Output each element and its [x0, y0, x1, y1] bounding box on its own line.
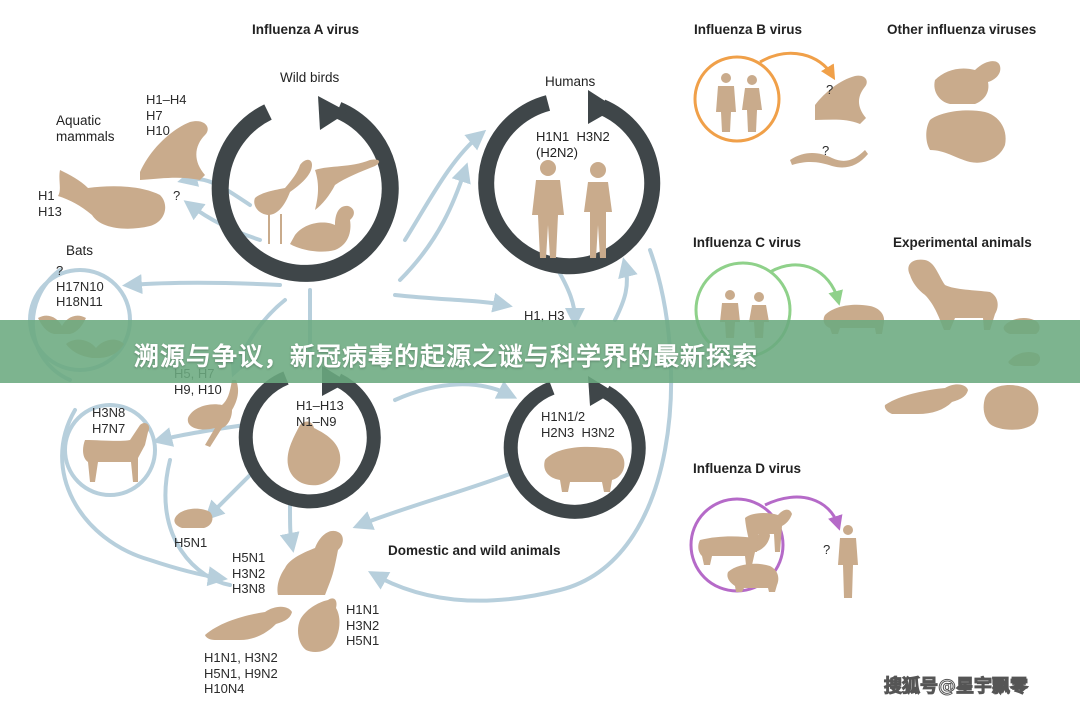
arrow-birds-to-bats — [122, 274, 282, 295]
human-icon — [838, 525, 858, 598]
subtype-label-flu-d-q: ? — [823, 542, 831, 557]
banner-title: 溯源与争议，新冠病毒的起源之谜与科学界的最新探索 — [134, 342, 759, 371]
eel-icon — [790, 150, 868, 168]
frog-icon — [934, 61, 1001, 104]
subtype-label-flu-b-q2: ? — [822, 143, 830, 158]
dog-icon — [277, 530, 343, 595]
header-influenza-b: Influenza B virus — [694, 22, 803, 37]
arrow-large-outer — [163, 458, 232, 587]
heron-leg — [268, 214, 270, 244]
ring-influenza-b — [693, 51, 836, 143]
arrow-poultry-to-horse — [152, 423, 247, 447]
arrow-birds-to-humans — [403, 129, 487, 242]
subtype-label-human-to-pig: H1, H3 — [524, 308, 565, 323]
watermark: 搜狐号@星宇飘零 — [884, 676, 1029, 698]
arrow-poultry-to-guinea — [204, 468, 257, 521]
subtype-label-pig: H1N1/2 H2N3 H3N2 — [541, 409, 615, 440]
arrow-pig-to-dog — [352, 468, 522, 530]
seal-icon — [815, 75, 867, 124]
subtype-label-poultry: H1–H13 N1–N9 — [296, 398, 344, 429]
ferret-icon — [205, 606, 292, 640]
human-male-icon — [532, 160, 564, 258]
heron-leg — [280, 214, 282, 244]
subtype-label-guinea-pig: H5N1 — [174, 535, 208, 550]
pig-icon — [727, 563, 779, 592]
title-banner — [0, 320, 1080, 383]
subtype-label-whale: H1 H13 — [38, 188, 62, 219]
arrow-poultry-to-dog — [279, 503, 300, 553]
ring-wild-birds — [211, 96, 399, 282]
arrow-poultry-to-pig — [393, 380, 518, 402]
seal-icon — [140, 121, 208, 180]
subtype-label-horse: H3N8 H7N7 — [92, 405, 126, 436]
arrow-horse-loop — [60, 408, 228, 587]
guinea-pig-icon — [174, 508, 213, 528]
guinea-pig-icon — [983, 385, 1039, 430]
influenza-b-humans-icon — [716, 73, 762, 132]
human-female-icon — [584, 162, 612, 258]
whale-icon — [58, 170, 166, 229]
subtype-label-whale-q: ? — [173, 188, 181, 203]
group-label-bats: Bats — [66, 243, 94, 258]
cat-icon — [298, 598, 340, 653]
subtype-label-bats: ? H17N10 H18N11 — [56, 263, 104, 310]
shell-icon — [926, 110, 1006, 163]
header-influenza-c: Influenza C virus — [693, 235, 802, 250]
ring-humans — [478, 90, 661, 275]
group-label-domestic-wild: Domestic and wild animals — [388, 543, 561, 558]
subtype-label-seal: H1–H4 H7 H10 — [146, 92, 187, 139]
subtype-label-cat: H1N1 H3N2 H5N1 — [346, 602, 380, 649]
monkey-icon — [908, 259, 998, 330]
arrow-birds-to-pig — [393, 292, 513, 313]
subtype-label-humans: H1N1 H3N2 (H2N2) — [536, 129, 610, 160]
header-influenza-d: Influenza D virus — [693, 461, 802, 476]
cattle-icon — [698, 531, 770, 565]
duck-icon — [290, 205, 354, 252]
ring-pig — [503, 376, 646, 519]
pig-icon — [544, 446, 625, 492]
ferret-icon — [884, 384, 968, 414]
ring-horse — [63, 403, 157, 497]
arrow-pig-to-humans — [613, 257, 638, 322]
subtype-label-ferret: H1N1, H3N2 H5N1, H9N2 H10N4 — [204, 650, 278, 697]
subtype-label-dog: H5N1 H3N2 H3N8 — [232, 550, 266, 597]
goat-icon — [745, 509, 792, 552]
flying-bird-icon — [315, 159, 380, 210]
subtype-label-flu-b-q1: ? — [826, 82, 834, 97]
group-label-aquatic-mammals: Aquatic mammals — [56, 113, 115, 145]
group-label-humans: Humans — [545, 74, 596, 89]
ostrich-icon — [187, 380, 239, 447]
header-influenza-a: Influenza A virus — [252, 22, 360, 37]
horse-icon — [83, 422, 150, 482]
arrow-birds-to-humans-2 — [398, 162, 471, 282]
group-label-wild-birds: Wild birds — [280, 70, 340, 85]
heron-icon — [254, 159, 312, 245]
header-other-influenza: Other influenza viruses — [887, 22, 1037, 37]
chicken-icon — [287, 421, 341, 486]
header-experimental-animals: Experimental animals — [893, 235, 1032, 250]
subtype-label-wild-birds: H1–H16 N1–N9 — [293, 128, 341, 159]
